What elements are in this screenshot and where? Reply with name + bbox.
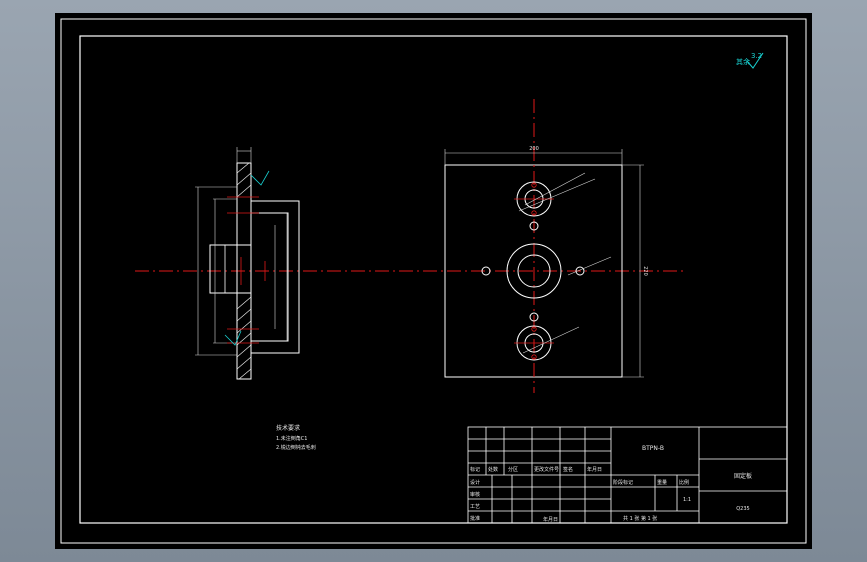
technical-notes: 技术要求 1.未注倒角C1 2.锐边倒钝去毛刺 [276,424,316,451]
roughness-label: 其余 [736,57,750,66]
tb-date-label: 年月日 [587,466,602,473]
tb-sign-label: 签名 [563,466,573,473]
tb-part-name: 固定板 [734,472,752,480]
sheet-outer-border [60,18,807,544]
roughness-check-mark [746,52,764,69]
upper-hole [514,172,596,231]
tb-drawing-number: BTPN-B [642,445,664,452]
notes-title: 技术要求 [276,424,300,432]
tb-material: Q235 [736,506,749,512]
section-inner-step [251,212,289,342]
section-dimensions [195,147,288,356]
title-block [467,426,788,524]
plate-width-text: 200 [529,146,539,152]
lower-hole [514,312,580,361]
section-roughness-upper [250,170,270,186]
tb-zone-label: 分区 [508,466,518,473]
center-hole [481,243,612,299]
drawing-canvas: 其余 3.2 [60,18,807,544]
sheet-inner-frame [79,35,788,524]
tb-scale-value: 1:1 [683,497,691,503]
roughness-value: 3.2 [751,52,762,60]
section-bore [209,244,252,294]
tb-review-label: 审核 [470,491,480,498]
plate-height-dimension [622,164,644,378]
roughness-symbol: 其余 3.2 [736,52,764,69]
tb-approve-label: 批准 [470,515,480,522]
tb-count-label: 处数 [488,466,498,473]
tb-stage-label: 阶段标记 [613,479,633,486]
tb-approve-date-label: 年月日 [543,516,558,523]
tb-scale-label: 比例 [679,479,689,486]
tb-process-label: 工艺 [470,504,480,510]
tb-design-label: 设计 [470,479,480,486]
section-view [195,147,300,380]
notes-item-1: 1.未注倒角C1 [276,435,307,442]
plate-front-view: 200 220 [444,99,648,393]
title-block-text: 标记 处数 分区 更改文件号 签名 年月日 设计 审核 工艺 批准 年月日 BT… [470,445,752,523]
tb-sheet-info: 共 1 张 第 1 张 [623,515,657,522]
notes-item-2: 2.锐边倒钝去毛刺 [276,444,316,451]
tb-weight-label: 重量 [657,479,667,486]
tb-change-doc-label: 更改文件号 [534,466,559,473]
plate-width-dimension [444,149,623,165]
section-roughness-lower [224,330,242,346]
tb-mark-label: 标记 [470,466,480,473]
section-hole-centerlines [227,196,266,344]
cad-viewport[interactable]: 其余 3.2 [55,13,812,549]
plate-height-text: 220 [642,266,648,276]
